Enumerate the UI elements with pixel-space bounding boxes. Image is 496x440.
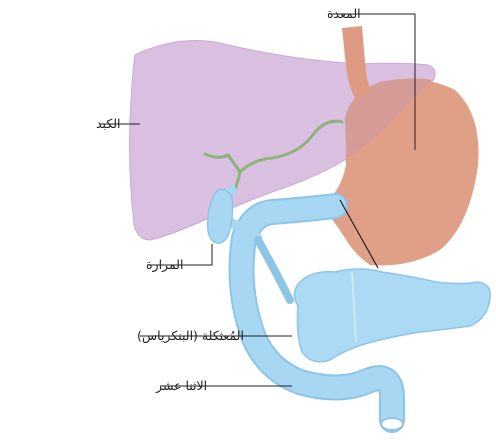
pancreatic-duct [258,240,290,300]
duodenum-opening [381,418,403,430]
duodenum-label: الاثنا عشر [155,378,207,394]
pancreas-label: المُعثكلة (البنكرياس) [137,328,244,344]
liver-label: الكبد [96,116,121,131]
gallbladder-label: المرارة [146,257,183,273]
stomach-label: المعدة [327,6,361,21]
pancreas-shape [294,269,490,362]
